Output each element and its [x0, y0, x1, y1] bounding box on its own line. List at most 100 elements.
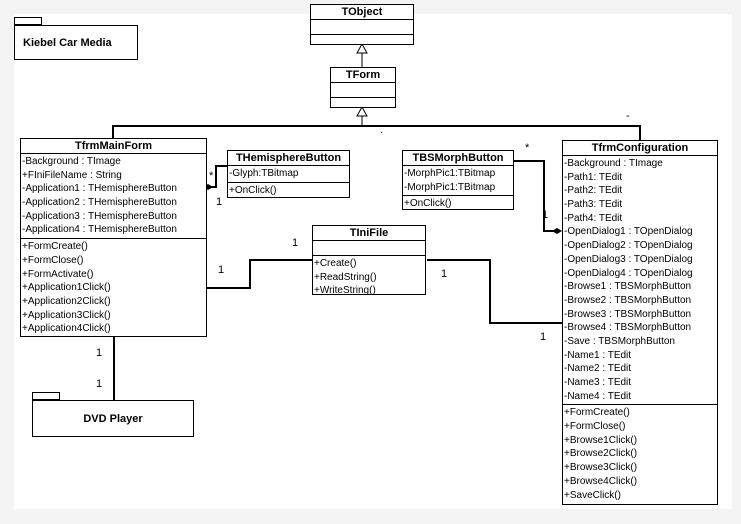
class-title: TIniFile — [313, 226, 425, 241]
attribute-row: -Save : TBSMorphButton — [564, 335, 675, 347]
attribute-row: -Browse3 : TBSMorphButton — [564, 308, 692, 320]
attribute-row: -Name2 : TEdit — [564, 363, 632, 375]
package-label-kiebel: Kiebel Car Media — [23, 37, 112, 49]
attribute-row: -Name3 : TEdit — [564, 377, 632, 388]
multiplicity-hemisphere-one: 1 — [216, 196, 223, 208]
class-attributes — [313, 241, 425, 256]
class-methods: +OnClick() — [403, 196, 513, 212]
class-methods: +Create() +ReadString() +WriteString() — [313, 256, 425, 299]
attribute-row: -OpenDialog2 : TOpenDialog — [564, 240, 693, 252]
attribute-row: -Browse4 : TBSMorphButton — [564, 322, 692, 334]
tree-mark-right: - — [626, 110, 630, 122]
attribute-row: -Glyph:TBitmap — [229, 168, 299, 179]
attribute-row: -OpenDialog1 : TOpenDialog — [564, 226, 693, 238]
attribute-row: -Path2: TEdit — [564, 185, 623, 197]
class-attributes: -Glyph:TBitmap — [228, 166, 349, 183]
multiplicity-morph-star: * — [525, 142, 530, 154]
package-tab — [14, 17, 42, 25]
attribute-row: -Path4: TEdit — [564, 212, 623, 224]
method-row: +Application2Click() — [22, 295, 111, 307]
morph-association — [513, 160, 556, 232]
package-label-dvd: DVD Player — [83, 413, 143, 425]
attribute-row: -Application2 : THemisphereButton — [22, 197, 177, 209]
method-row: +Browse1Click() — [564, 434, 638, 446]
method-row: +OnClick() — [404, 198, 452, 210]
multiplicity-dvd-main-one: 1 — [96, 378, 103, 390]
attribute-row: -Application3 : THemisphereButton — [22, 210, 177, 222]
class-attributes — [311, 20, 413, 35]
class-title: TForm — [331, 68, 395, 83]
class-attributes: -Background : TImage -Path1: TEdit -Path… — [563, 156, 717, 406]
multiplicity-ini-cfg-one: 1 — [441, 268, 448, 280]
method-row: +FormClose() — [564, 421, 626, 433]
class-tinifile: TIniFile +Create() +ReadString() +WriteS… — [312, 225, 426, 296]
method-row: +Application3Click() — [22, 309, 111, 321]
tform-subclass-tree — [112, 125, 641, 140]
class-attributes: -Background : TImage +FIniFileName : Str… — [21, 154, 206, 240]
package-tab — [32, 392, 60, 400]
method-row: +Browse2Click() — [564, 448, 638, 460]
method-row: +ReadString() — [314, 271, 377, 283]
attribute-row: -MorphPic1:TBitmap — [404, 168, 496, 179]
attribute-row: -Path1: TEdit — [564, 171, 623, 183]
class-methods: +FormCreate() +FormClose() +Browse1Click… — [563, 405, 717, 503]
method-row: +FormCreate() — [22, 241, 88, 253]
attribute-row: -Browse1 : TBSMorphButton — [564, 281, 692, 293]
inifile-config-association — [427, 259, 562, 324]
tobject-inheritance-arrow — [356, 42, 368, 54]
class-tobject: TObject — [310, 4, 414, 45]
attribute-row: -OpenDialog4 : TOpenDialog — [564, 267, 693, 279]
class-tfrmconfiguration: TfrmConfiguration -Background : TImage -… — [562, 140, 718, 505]
class-title: THemisphereButton — [228, 151, 349, 166]
method-row: +FormClose() — [22, 254, 84, 266]
method-row: +Application4Click() — [22, 323, 111, 335]
attribute-row: -Background : TImage — [564, 158, 663, 169]
method-row: +Browse4Click() — [564, 475, 638, 487]
method-row: +WriteString() — [314, 285, 376, 297]
method-row: +FormActivate() — [22, 268, 94, 280]
tree-mark-left: . — [380, 124, 384, 136]
class-attributes — [331, 83, 395, 98]
class-title: TBSMorphButton — [403, 151, 513, 166]
method-row: +SaveClick() — [564, 489, 621, 501]
class-tfrmmainform: TfrmMainForm -Background : TImage +FIniF… — [20, 138, 207, 337]
method-row: +Create() — [314, 258, 357, 269]
tform-inheritance-arrow — [356, 105, 368, 117]
multiplicity-hemisphere-star: * — [209, 170, 214, 182]
method-row: +FormCreate() — [564, 407, 630, 419]
class-methods: +FormCreate() +FormClose() +FormActivate… — [21, 239, 206, 337]
attribute-row: -Path3: TEdit — [564, 199, 623, 211]
class-tbsmorphbutton: TBSMorphButton -MorphPic1:TBitmap -Morph… — [402, 150, 514, 210]
multiplicity-main-ini-one: 1 — [218, 264, 225, 276]
class-title: TfrmMainForm — [21, 139, 206, 154]
multiplicity-ini-main-one: 1 — [292, 237, 299, 249]
attribute-row: -Browse2 : TBSMorphButton — [564, 294, 692, 306]
attribute-row: -Name1 : TEdit — [564, 349, 632, 361]
attribute-row: -Application1 : THemisphereButton — [22, 183, 177, 195]
class-attributes: -MorphPic1:TBitmap -MorphPic1:TBitmap — [403, 166, 513, 197]
attribute-row: -Application4 : THemisphereButton — [22, 224, 177, 236]
class-title: TObject — [311, 5, 413, 20]
main-inifile-association — [206, 259, 312, 289]
method-row: +OnClick() — [229, 184, 277, 196]
morph-composition-diamond — [552, 228, 562, 234]
method-row: +Application1Click() — [22, 282, 111, 294]
multiplicity-main-dvd-one: 1 — [96, 347, 103, 359]
class-title: TfrmConfiguration — [563, 141, 717, 156]
attribute-row: -OpenDialog3 : TOpenDialog — [564, 253, 693, 265]
multiplicity-morph-one: 1 — [542, 209, 549, 221]
attribute-row: -Name4 : TEdit — [564, 390, 632, 402]
class-methods — [311, 35, 413, 49]
class-tform: TForm — [330, 67, 396, 108]
attribute-row: +FIniFileName : String — [22, 169, 122, 181]
class-methods — [331, 98, 395, 112]
class-methods: +OnClick() — [228, 183, 349, 199]
package-body: Kiebel Car Media — [14, 25, 138, 60]
attribute-row: -Background : TImage — [22, 156, 121, 167]
multiplicity-cfg-ini-one: 1 — [540, 331, 547, 343]
package-body: DVD Player — [32, 400, 194, 437]
method-row: +Browse3Click() — [564, 462, 638, 474]
attribute-row: -MorphPic1:TBitmap — [404, 181, 496, 193]
class-themispherebutton: THemisphereButton -Glyph:TBitmap +OnClic… — [227, 150, 350, 198]
